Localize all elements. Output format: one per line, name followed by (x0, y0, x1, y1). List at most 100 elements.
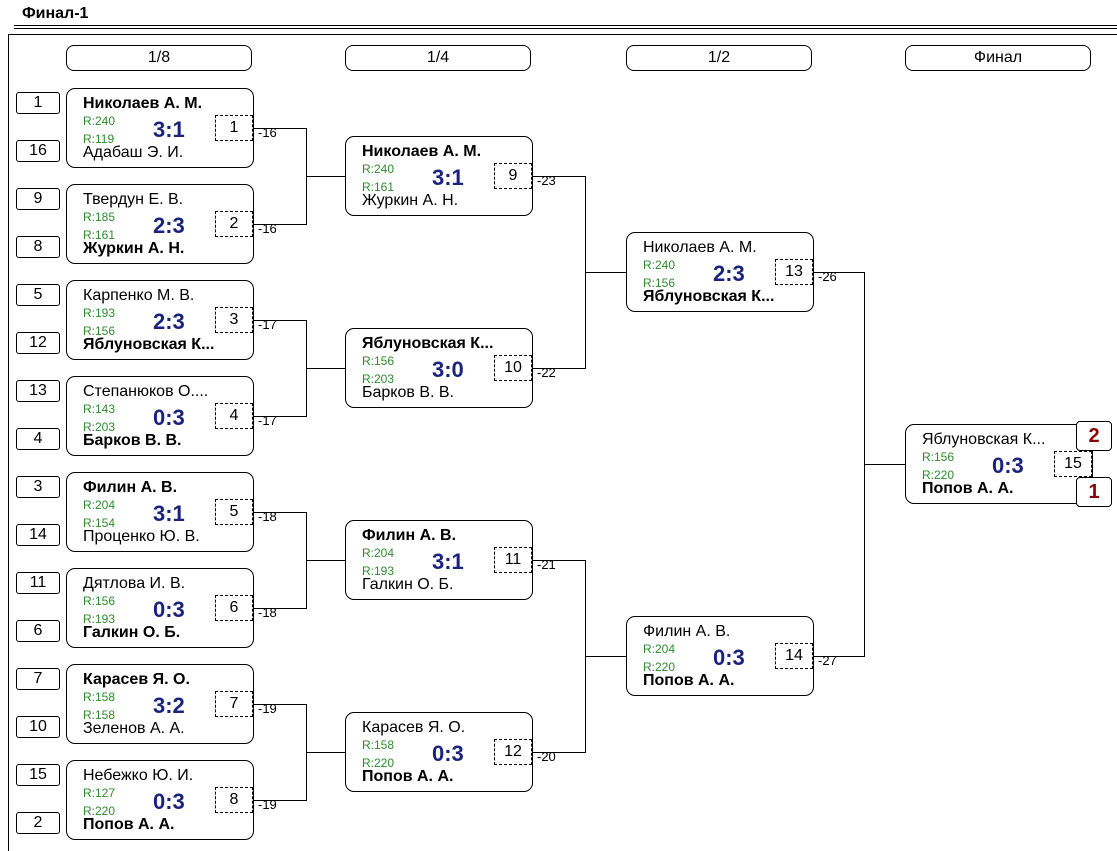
match-score: 0:3 (153, 789, 185, 814)
bracket-connector (254, 512, 306, 513)
bracket-connector (254, 128, 306, 129)
seed-number: 4 (16, 428, 60, 450)
match-number: 10 (494, 355, 532, 381)
loser-destination-label: -18 (258, 605, 277, 620)
player-top-name: Небежко Ю. И. (83, 767, 194, 784)
seed-number: 8 (16, 236, 60, 258)
player-top-name: Твердун Е. В. (83, 191, 184, 208)
seed-number: 15 (16, 764, 60, 786)
seed-number: 7 (16, 668, 60, 690)
player-bottom-rating: R:220 (922, 468, 955, 482)
loser-destination-label: -19 (258, 701, 277, 716)
seed-number: 2 (16, 812, 60, 834)
player-bottom-name: Адабаш Э. И. (83, 144, 184, 161)
player-bottom-name: Попов А. А. (83, 816, 175, 833)
loser-destination-label: -27 (818, 653, 837, 668)
match-score: 3:1 (153, 501, 185, 526)
match-score: 3:2 (153, 693, 185, 718)
match-number: 15 (1054, 451, 1092, 477)
round-header-1-2: 1/2 (626, 45, 812, 71)
bracket-frame (8, 34, 1117, 851)
match-number: 8 (215, 787, 253, 813)
loser-destination-label: -26 (818, 269, 837, 284)
bracket-connector (533, 176, 585, 177)
match-score: 0:3 (992, 453, 1024, 478)
match-score: 2:3 (153, 309, 185, 334)
player-bottom-rating: R:158 (83, 708, 116, 722)
bracket-connector (306, 560, 345, 561)
player-top-name: Карасев Я. О. (83, 671, 190, 688)
player-top-rating: R:240 (643, 258, 676, 272)
player-top-name: Дятлова И. В. (83, 575, 186, 592)
seed-number: 3 (16, 476, 60, 498)
loser-destination-label: -20 (537, 749, 556, 764)
player-top-rating: R:193 (83, 306, 116, 320)
bracket-connector (814, 272, 864, 273)
player-top-rating: R:127 (83, 786, 116, 800)
seed-number: 11 (16, 572, 60, 594)
player-bottom-name: Журкин А. Н. (83, 240, 185, 257)
match-number: 11 (494, 547, 532, 573)
title-bar: Финал-1 (0, 0, 1117, 28)
player-top-rating: R:158 (83, 690, 116, 704)
player-top-name: Яблуновская К... (362, 335, 494, 352)
player-bottom-rating: R:156 (643, 276, 676, 290)
seed-number: 13 (16, 380, 60, 402)
seed-number: 16 (16, 140, 60, 162)
player-top-rating: R:240 (83, 114, 116, 128)
match-number: 3 (215, 307, 253, 333)
match-score: 0:3 (153, 405, 185, 430)
title-divider-top (14, 25, 1117, 26)
bracket-connector (306, 176, 345, 177)
bracket-connector (585, 656, 626, 657)
player-bottom-name: Попов А. А. (362, 768, 454, 785)
match-number: 5 (215, 499, 253, 525)
player-bottom-rating: R:119 (83, 132, 115, 146)
match-score: 0:3 (713, 645, 745, 670)
match-number: 9 (494, 163, 532, 189)
player-bottom-rating: R:156 (83, 324, 116, 338)
loser-destination-label: -21 (537, 557, 556, 572)
bracket-connector (254, 224, 306, 225)
loser-destination-label: -16 (258, 221, 277, 236)
player-bottom-rating: R:203 (83, 420, 116, 434)
place-second-badge: 2 (1076, 421, 1112, 451)
player-bottom-name: Проценко Ю. В. (83, 528, 200, 545)
player-top-name: Николаев А. М. (643, 239, 757, 256)
bracket-connector (254, 704, 306, 705)
loser-destination-label: -23 (537, 173, 556, 188)
player-bottom-name: Галкин О. Б. (83, 624, 181, 641)
player-top-rating: R:204 (362, 546, 395, 560)
round-header-1-4: 1/4 (345, 45, 531, 71)
round-header-1-8: 1/8 (66, 45, 252, 71)
player-bottom-name: Яблуновская К... (643, 288, 775, 305)
match-number: 7 (215, 691, 253, 717)
player-top-name: Филин А. В. (83, 479, 178, 496)
player-top-rating: R:240 (362, 162, 395, 176)
match-number: 13 (775, 259, 813, 285)
player-top-rating: R:156 (83, 594, 116, 608)
player-bottom-name: Попов А. А. (922, 480, 1014, 497)
player-bottom-name: Барков В. В. (362, 384, 454, 401)
player-bottom-name: Зеленов А. А. (83, 720, 185, 737)
player-top-name: Филин А. В. (643, 623, 731, 640)
bracket-connector (254, 800, 306, 801)
seed-number: 5 (16, 284, 60, 306)
player-top-rating: R:204 (83, 498, 116, 512)
player-top-name: Яблуновская К... (922, 431, 1046, 448)
